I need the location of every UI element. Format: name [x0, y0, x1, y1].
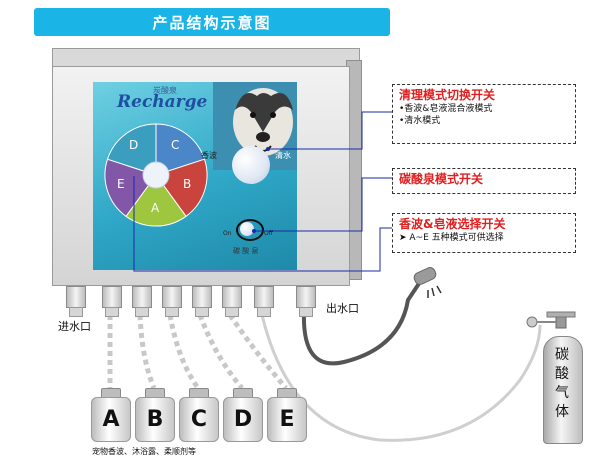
- label-shampoo: 香波: [201, 151, 217, 160]
- wheel-label-d: D: [129, 138, 138, 152]
- carbonic-switch-knob[interactable]: [240, 222, 254, 236]
- wheel-segment-c: [155, 123, 206, 176]
- switch-off-label: Off: [264, 230, 273, 237]
- fitting-gas: [254, 286, 274, 317]
- bottle-d: D: [223, 388, 263, 442]
- outlet-label: 出水口: [326, 302, 359, 315]
- cleaning-mode-switch-knob[interactable]: [232, 146, 270, 184]
- tube-bottle-c: [167, 314, 201, 390]
- fitting-c: [162, 286, 182, 317]
- wheel-segment-d: [106, 123, 157, 176]
- pointer-shampoo-select: [133, 176, 392, 272]
- fitting-d: [192, 286, 212, 317]
- bottle-b: B: [135, 388, 175, 442]
- callout-cleaning-mode-line-1: •香波&皂液混合液模式: [399, 104, 493, 114]
- cylinder-valve-icon: [526, 311, 576, 329]
- callout-carbonic-mode-title: 碳酸泉模式开关: [399, 172, 484, 186]
- callout-cleaning-mode-line-2: •清水模式: [399, 116, 441, 126]
- gas-cylinder-label: 碳酸气体: [555, 347, 569, 420]
- bottle-c: C: [179, 388, 219, 442]
- fitting-a: [102, 286, 122, 317]
- outlet-hose: [301, 280, 422, 366]
- carbonic-switch-ring: [236, 219, 264, 241]
- bottle-a: A: [91, 388, 131, 442]
- diagram-title: 产品结构示意图: [34, 8, 390, 36]
- tube-bottle-d: [197, 314, 244, 390]
- bottle-e: E: [267, 388, 307, 442]
- callout-shampoo-select-title: 香波&皂液选择开关: [399, 217, 506, 231]
- outlet-fitting: [296, 286, 316, 317]
- wheel-label-b: B: [183, 177, 191, 191]
- bottle-caption: 宠物香波、沐浴露、柔顺剂等: [92, 447, 196, 456]
- inlet-fitting: [66, 286, 86, 317]
- bottle-d-label: D: [223, 397, 263, 442]
- pointer-cleaning-mode: [268, 111, 392, 150]
- wheel-label-c: C: [171, 138, 179, 152]
- bottle-a-label: A: [91, 397, 131, 442]
- wheel-label-e: E: [117, 177, 125, 191]
- control-panel: 炭酸泉 Recharge C B A E D 香波 清水 On Off 碳 酸 …: [93, 82, 297, 270]
- switch-on-label: On: [223, 230, 232, 237]
- callout-cleaning-mode: 清理模式切换开关 •香波&皂液混合液模式 •清水模式: [392, 84, 576, 144]
- brand-chinese: 炭酸泉: [153, 86, 177, 95]
- tube-bottle-e: [227, 313, 288, 390]
- fitting-e: [222, 286, 242, 317]
- bottle-e-label: E: [267, 397, 307, 442]
- callout-carbonic-mode: 碳酸泉模式开关: [392, 168, 576, 194]
- pointer-carbonic-mode: [254, 177, 392, 232]
- gas-cylinder: 碳酸气体: [543, 322, 583, 444]
- bottle-c-label: C: [179, 397, 219, 442]
- bottle-b-label: B: [135, 397, 175, 442]
- callout-shampoo-select: 香波&皂液选择开关 ➤ A~E 五种模式可供选择: [392, 213, 576, 253]
- tube-bottle-b: [137, 314, 157, 389]
- label-clean-water: 清水: [275, 151, 291, 160]
- wheel-label-a: A: [151, 201, 160, 215]
- callout-shampoo-select-line-1: ➤ A~E 五种模式可供选择: [399, 233, 504, 243]
- callout-cleaning-mode-title: 清理模式切换开关: [399, 88, 496, 102]
- wheel-segment-a: [125, 174, 187, 227]
- brand-logo: Recharge: [117, 92, 208, 112]
- fitting-b: [132, 286, 152, 317]
- wheel-center-knob: [142, 161, 170, 189]
- mode-selector-wheel[interactable]: C B A E D: [103, 122, 209, 228]
- shower-head-icon: [413, 267, 442, 298]
- carbonic-spring-label: 碳 酸 泉: [233, 247, 259, 255]
- inlet-label: 进水口: [58, 320, 91, 333]
